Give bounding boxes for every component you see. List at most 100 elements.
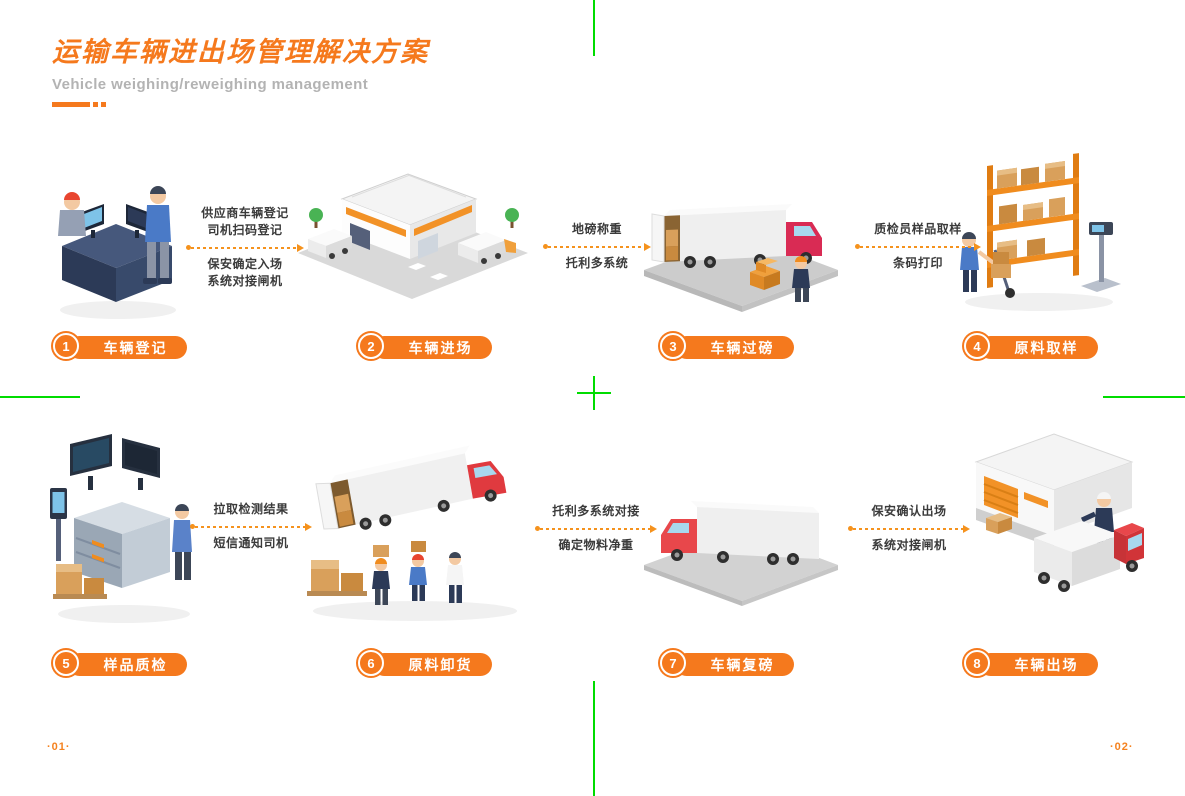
- page-number-left: ·01·: [47, 741, 71, 753]
- scale-icon: [1081, 222, 1121, 292]
- step-2: 2 车辆进场: [358, 333, 492, 360]
- kiosk-icon: [50, 488, 67, 561]
- step-5-label: 样品质检: [68, 653, 187, 676]
- step-6: 6 原料卸货: [358, 650, 492, 677]
- truck-icon: [458, 232, 516, 264]
- transition-caption: 质检员样品取样: [874, 222, 962, 236]
- step-8: 8 车辆出场: [964, 650, 1098, 677]
- page-title: 运输车辆进出场管理解决方案: [52, 37, 429, 67]
- worker-icon: [372, 545, 390, 605]
- step-6-label: 原料卸货: [373, 653, 492, 676]
- page-subtitle: Vehicle weighing/reweighing management: [52, 76, 369, 93]
- dashed-arrow-icon: [535, 524, 657, 533]
- monitor-icon: [126, 204, 148, 238]
- header: 运输车辆进出场管理解决方案 Vehicle weighing/reweighin…: [52, 30, 429, 107]
- operator-icon: [58, 192, 86, 236]
- reception-desk-icon: [62, 224, 172, 302]
- illustration-material-unloading: [303, 423, 525, 625]
- step-6-number: 6: [358, 650, 384, 676]
- step-2-number: 2: [358, 333, 384, 359]
- illustration-sample-inspection: [48, 426, 200, 628]
- boxes-icon: [53, 564, 107, 599]
- transition-7-8: 保安确认出场 系统对接闸机: [848, 503, 970, 554]
- transition-caption: 地磅称重: [571, 222, 622, 236]
- illustration-vehicle-entry: [290, 155, 535, 303]
- crop-mark-bottom: [593, 681, 595, 796]
- monitor-icon: [122, 438, 160, 490]
- driver-icon: [143, 186, 172, 284]
- crop-mark-left: [0, 396, 80, 398]
- step-1: 1 车辆登记: [53, 333, 187, 360]
- step-1-number: 1: [53, 333, 79, 359]
- transition-2-3: 地磅称重 托利多系统: [543, 221, 651, 272]
- page-number-right: ·02·: [1110, 741, 1134, 753]
- transition-5-6: 拉取检测结果 短信通知司机: [190, 501, 312, 552]
- worker-icon: [792, 256, 810, 302]
- transition-caption: 保安确认出场: [871, 504, 947, 518]
- transition-caption: 短信通知司机: [213, 536, 289, 550]
- boxes-icon: [750, 258, 780, 290]
- step-3-number: 3: [660, 333, 686, 359]
- step-7-label: 车辆复磅: [675, 653, 794, 676]
- dashed-arrow-icon: [848, 524, 970, 533]
- crop-mark-right: [1103, 396, 1185, 398]
- inspector-icon: [172, 504, 192, 580]
- transition-1-2: 供应商车辆登记 司机扫码登记 保安确定入场 系统对接闸机: [186, 205, 304, 290]
- dashed-arrow-icon: [190, 522, 312, 531]
- transition-caption: 条码打印: [892, 256, 943, 270]
- transition-caption: 供应商车辆登记: [201, 206, 289, 220]
- warehouse-icon: [340, 173, 478, 259]
- worker-icon: [409, 541, 427, 601]
- transition-caption: 保安确定入场: [207, 257, 283, 271]
- transition-caption: 系统对接闸机: [207, 274, 283, 288]
- step-4: 4 原料取样: [964, 333, 1098, 360]
- transition-caption: 托利多系统对接: [552, 504, 640, 518]
- step-3: 3 车辆过磅: [660, 333, 794, 360]
- step-3-label: 车辆过磅: [675, 336, 794, 359]
- step-7-number: 7: [660, 650, 686, 676]
- truck-icon: [308, 229, 352, 259]
- transition-caption: 系统对接闸机: [871, 538, 947, 552]
- transition-caption: 拉取检测结果: [213, 502, 289, 516]
- transition-3-4: 质检员样品取样 条码打印: [855, 221, 981, 272]
- worker-icon: [446, 552, 464, 603]
- warehouse-icon: [974, 433, 1134, 548]
- hand-truck-icon: [991, 249, 1015, 298]
- truck-icon: [1034, 521, 1144, 592]
- step-4-label: 原料取样: [979, 336, 1098, 359]
- tree-icon: [505, 208, 519, 228]
- dashed-arrow-icon: [186, 243, 304, 252]
- step-5: 5 样品质检: [53, 650, 187, 677]
- illustration-vehicle-registration: [48, 150, 190, 325]
- dashed-arrow-icon: [543, 242, 651, 251]
- transition-caption: 确定物料净重: [558, 538, 634, 552]
- step-5-number: 5: [53, 650, 79, 676]
- boxes-icon: [307, 560, 367, 596]
- step-1-label: 车辆登记: [68, 336, 187, 359]
- step-2-label: 车辆进场: [373, 336, 492, 359]
- illustration-material-sampling: [953, 152, 1125, 314]
- crop-mark-top: [593, 0, 595, 56]
- step-7: 7 车辆复磅: [660, 650, 794, 677]
- dashed-arrow-icon: [855, 242, 981, 251]
- illustration-vehicle-exit: [942, 418, 1147, 625]
- illustration-vehicle-weighing: [638, 166, 845, 314]
- truck-icon: [651, 204, 822, 268]
- tree-icon: [309, 208, 323, 228]
- transition-caption: 托利多系统: [565, 256, 629, 270]
- illustration-vehicle-reweighing: [638, 473, 845, 606]
- monitor-icon: [82, 204, 104, 238]
- step-4-number: 4: [964, 333, 990, 359]
- title-underline: [52, 102, 429, 107]
- crop-mark-center-v: [593, 376, 595, 410]
- transition-6-7: 托利多系统对接 确定物料净重: [535, 503, 657, 554]
- step-8-number: 8: [964, 650, 990, 676]
- worker-icon: [960, 232, 997, 292]
- truck-icon: [661, 501, 819, 565]
- transition-caption: 司机扫码登记: [207, 223, 283, 237]
- monitor-icon: [70, 434, 112, 490]
- boxes-icon: [986, 513, 1012, 534]
- step-8-label: 车辆出场: [979, 653, 1098, 676]
- truck-icon: [315, 445, 507, 530]
